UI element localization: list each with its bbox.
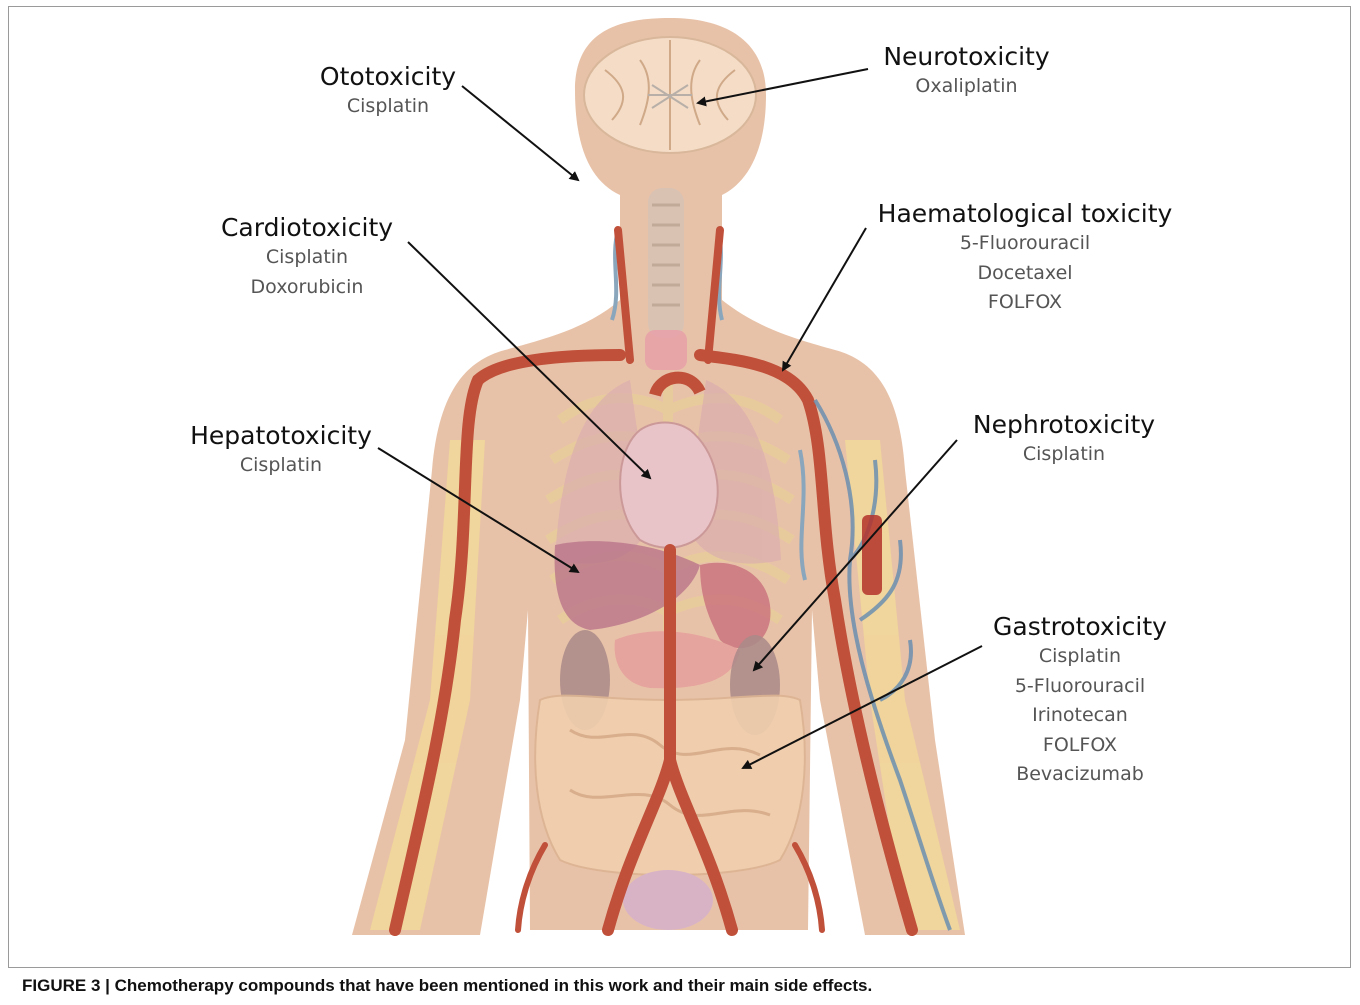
haematological-title: Haematological toxicity bbox=[870, 199, 1180, 229]
label-hepatotoxicity: Hepatotoxicity Cisplatin bbox=[183, 421, 379, 481]
ototoxicity-drug: Cisplatin bbox=[318, 92, 458, 122]
gastrotoxicity-drug: 5-Fluorouracil bbox=[982, 672, 1178, 702]
ototoxicity-title: Ototoxicity bbox=[318, 62, 458, 92]
label-cardiotoxicity: Cardiotoxicity Cisplatin Doxorubicin bbox=[210, 213, 404, 302]
label-gastrotoxicity: Gastrotoxicity Cisplatin 5-Fluorouracil … bbox=[982, 612, 1178, 790]
caption-label: FIGURE 3 | bbox=[22, 976, 110, 995]
gastrotoxicity-title: Gastrotoxicity bbox=[982, 612, 1178, 642]
cardiotoxicity-drug: Doxorubicin bbox=[210, 273, 404, 303]
figure-caption: FIGURE 3 | Chemotherapy compounds that h… bbox=[22, 976, 872, 996]
arrow-ototoxicity bbox=[462, 86, 578, 180]
nephrotoxicity-title: Nephrotoxicity bbox=[961, 410, 1167, 440]
neurotoxicity-title: Neurotoxicity bbox=[874, 42, 1059, 72]
label-ototoxicity: Ototoxicity Cisplatin bbox=[318, 62, 458, 122]
cardiotoxicity-drug: Cisplatin bbox=[210, 243, 404, 273]
gastrotoxicity-drug: Bevacizumab bbox=[982, 760, 1178, 790]
gastrotoxicity-drug: FOLFOX bbox=[982, 731, 1178, 761]
nephrotoxicity-drug: Cisplatin bbox=[961, 440, 1167, 470]
gastrotoxicity-drug: Irinotecan bbox=[982, 701, 1178, 731]
gastrotoxicity-drug: Cisplatin bbox=[982, 642, 1178, 672]
brain bbox=[584, 37, 756, 153]
hepatotoxicity-drug: Cisplatin bbox=[183, 451, 379, 481]
haematological-drug: 5-Fluorouracil bbox=[870, 229, 1180, 259]
hepatotoxicity-title: Hepatotoxicity bbox=[183, 421, 379, 451]
neurotoxicity-drug: Oxaliplatin bbox=[874, 72, 1059, 102]
label-nephrotoxicity: Nephrotoxicity Cisplatin bbox=[961, 410, 1167, 470]
haematological-drug: FOLFOX bbox=[870, 288, 1180, 318]
label-haematological: Haematological toxicity 5-Fluorouracil D… bbox=[870, 199, 1180, 318]
haematological-drug: Docetaxel bbox=[870, 259, 1180, 289]
label-neurotoxicity: Neurotoxicity Oxaliplatin bbox=[874, 42, 1059, 102]
caption-text: Chemotherapy compounds that have been me… bbox=[115, 976, 873, 995]
trachea bbox=[645, 188, 687, 370]
cardiotoxicity-title: Cardiotoxicity bbox=[210, 213, 404, 243]
